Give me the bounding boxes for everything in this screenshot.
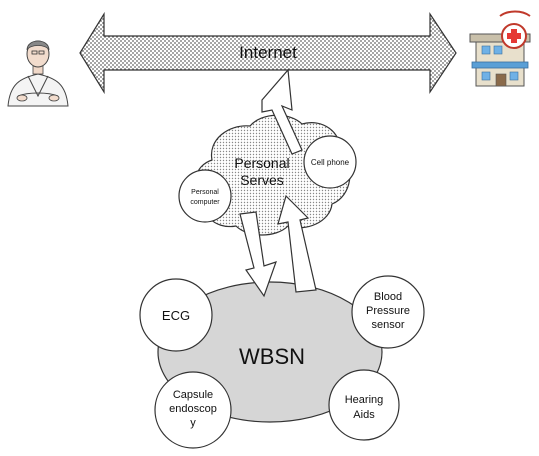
cell-phone-node: Cell phone bbox=[303, 135, 357, 189]
capsule-line1: Capsule bbox=[173, 389, 213, 401]
personal-computer-line1: Personal bbox=[191, 189, 219, 196]
blood-pressure-line1: Blood bbox=[374, 291, 402, 303]
capsule-endoscopy-node: Capsule endoscop y bbox=[154, 371, 232, 449]
personal-computer-line2: computer bbox=[190, 199, 220, 206]
cell-phone-label: Cell phone bbox=[311, 158, 350, 167]
ecg-sensor-node: ECG bbox=[139, 278, 213, 352]
internet-label: Internet bbox=[239, 43, 297, 62]
personal-servers-line1: Personal bbox=[234, 155, 289, 171]
doctor-icon bbox=[7, 40, 69, 107]
blood-pressure-line2: Pressure bbox=[366, 305, 410, 317]
personal-servers-line2: Serves bbox=[240, 172, 284, 188]
capsule-line3: y bbox=[190, 417, 196, 429]
internet-arrow: Internet bbox=[79, 11, 457, 95]
hearing-line2: Aids bbox=[353, 409, 375, 421]
hearing-line1: Hearing bbox=[345, 394, 384, 406]
arrow-up-from-wbsn bbox=[277, 194, 317, 293]
blood-pressure-line3: sensor bbox=[371, 319, 404, 331]
ecg-label: ECG bbox=[162, 308, 190, 323]
personal-computer-node: Personal computer bbox=[178, 169, 232, 223]
blood-pressure-sensor-node: Blood Pressure sensor bbox=[351, 275, 425, 349]
hospital-icon bbox=[469, 10, 531, 87]
capsule-line2: endoscop bbox=[169, 403, 217, 415]
hearing-aids-node: Hearing Aids bbox=[328, 369, 400, 441]
arrow-to-internet bbox=[261, 68, 303, 155]
arrow-down-to-wbsn bbox=[239, 211, 277, 298]
wbsn-label: WBSN bbox=[239, 344, 305, 369]
